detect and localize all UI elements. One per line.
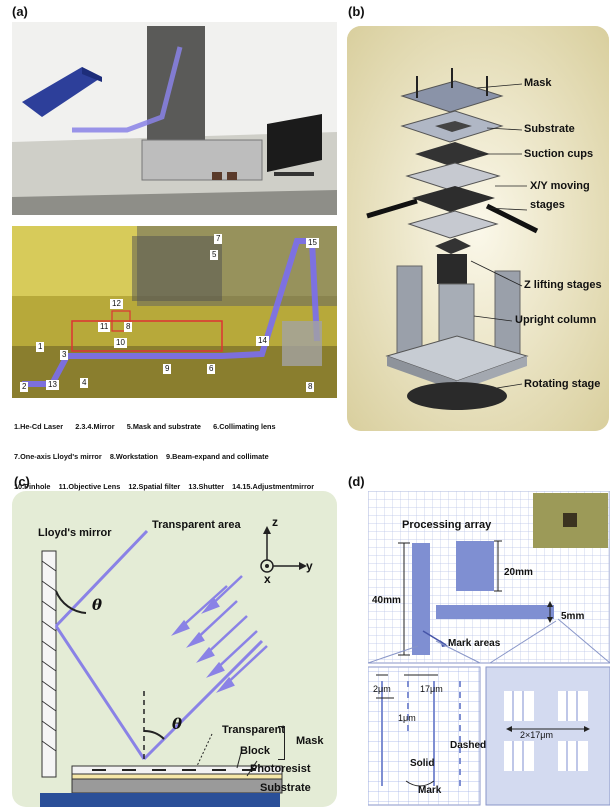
transparent-label: Transparent: [222, 724, 285, 736]
panel-a-top-photo: [12, 22, 337, 215]
callout-mask: Mask: [524, 77, 552, 89]
callout-z-lifting: Z lifting stages: [524, 279, 602, 291]
photo-number-8b: 8: [306, 382, 315, 392]
photo-number-13: 13: [46, 380, 59, 390]
callout-stages: stages: [530, 199, 565, 211]
dashed-label: Dashed: [450, 740, 487, 751]
mask-brace: [278, 726, 285, 760]
lloyds-mirror-label: Lloyd's mirror: [38, 527, 112, 539]
panel-c-label: (c): [14, 474, 30, 489]
panel-b-label: (b): [348, 4, 365, 19]
caption-line-2: 7.One-axis Lloyd's mirror 8.Workstation …: [14, 452, 269, 461]
panel-a-label: (a): [12, 4, 28, 19]
caption-line-1: 1.He-Cd Laser 2.3.4.Mirror 5.Mask and su…: [14, 422, 276, 431]
processing-array-diagram: [367, 490, 611, 806]
block-label: Block: [240, 745, 270, 757]
photo-number-4: 4: [80, 378, 89, 388]
mark-areas-label: Mark areas: [448, 638, 501, 649]
callout-rotating-stage: Rotating stage: [524, 378, 601, 390]
axis-x-label: x: [264, 572, 271, 586]
dim-40mm: 40mm: [372, 595, 401, 606]
photoresist-label: Photoresist: [250, 763, 311, 775]
caption-line-3: 10.Pinhole 11.Objective Lens 12.Spatial …: [14, 482, 315, 491]
panel-a-bottom-photo: [12, 226, 337, 398]
panel-c-frame: [12, 491, 337, 807]
axis-y-label: y: [306, 559, 313, 573]
mark-label: Mark: [418, 785, 442, 796]
theta-label-2: θ: [172, 715, 183, 733]
photo-number-14: 14: [256, 336, 269, 346]
setup-photo-illustration: [12, 22, 337, 215]
photo-number-10: 10: [114, 338, 127, 348]
photo-number-3: 3: [60, 350, 69, 360]
panel-a-caption: 1.He-Cd Laser 2.3.4.Mirror 5.Mask and su…: [14, 402, 339, 502]
callout-upright-column: Upright column: [515, 314, 597, 326]
dim-20mm: 20mm: [504, 567, 533, 578]
photo-number-12: 12: [110, 299, 123, 309]
dim-2um: 2μm: [373, 684, 391, 694]
solid-label: Solid: [410, 758, 435, 769]
processing-array-label: Processing array: [402, 519, 492, 531]
dim-17um: 17μm: [420, 684, 443, 694]
dim-5mm: 5mm: [561, 611, 585, 622]
panel-d-frame: [367, 490, 611, 807]
callout-substrate: Substrate: [524, 123, 575, 135]
lab-photo-illustration: [12, 226, 337, 398]
callout-suction-cups: Suction cups: [524, 148, 594, 160]
panel-d-label: (d): [348, 474, 365, 489]
photo-number-11: 11: [98, 322, 111, 332]
photo-number-7: 7: [214, 234, 223, 244]
photo-number-15: 15: [306, 238, 319, 248]
photo-number-1: 1: [36, 342, 45, 352]
callout-xy-moving: X/Y moving: [530, 180, 590, 192]
mask-label: Mask: [296, 735, 324, 747]
panel-b-frame: [347, 26, 609, 431]
theta-label-1: θ: [92, 596, 103, 614]
photo-number-5: 5: [210, 250, 219, 260]
substrate-label: Substrate: [260, 782, 311, 794]
photo-number-9: 9: [163, 364, 172, 374]
photo-number-2: 2: [20, 382, 29, 392]
stage-exploded-view: [347, 26, 609, 431]
axis-z-label: z: [272, 515, 278, 529]
photo-number-8: 8: [124, 322, 133, 332]
lloyds-mirror-schematic: [40, 526, 307, 807]
dim-2x17um: 2×17μm: [520, 730, 553, 740]
dim-1um: 1μm: [398, 713, 416, 723]
photo-number-6: 6: [207, 364, 216, 374]
transparent-area-label: Transparent area: [152, 519, 241, 531]
